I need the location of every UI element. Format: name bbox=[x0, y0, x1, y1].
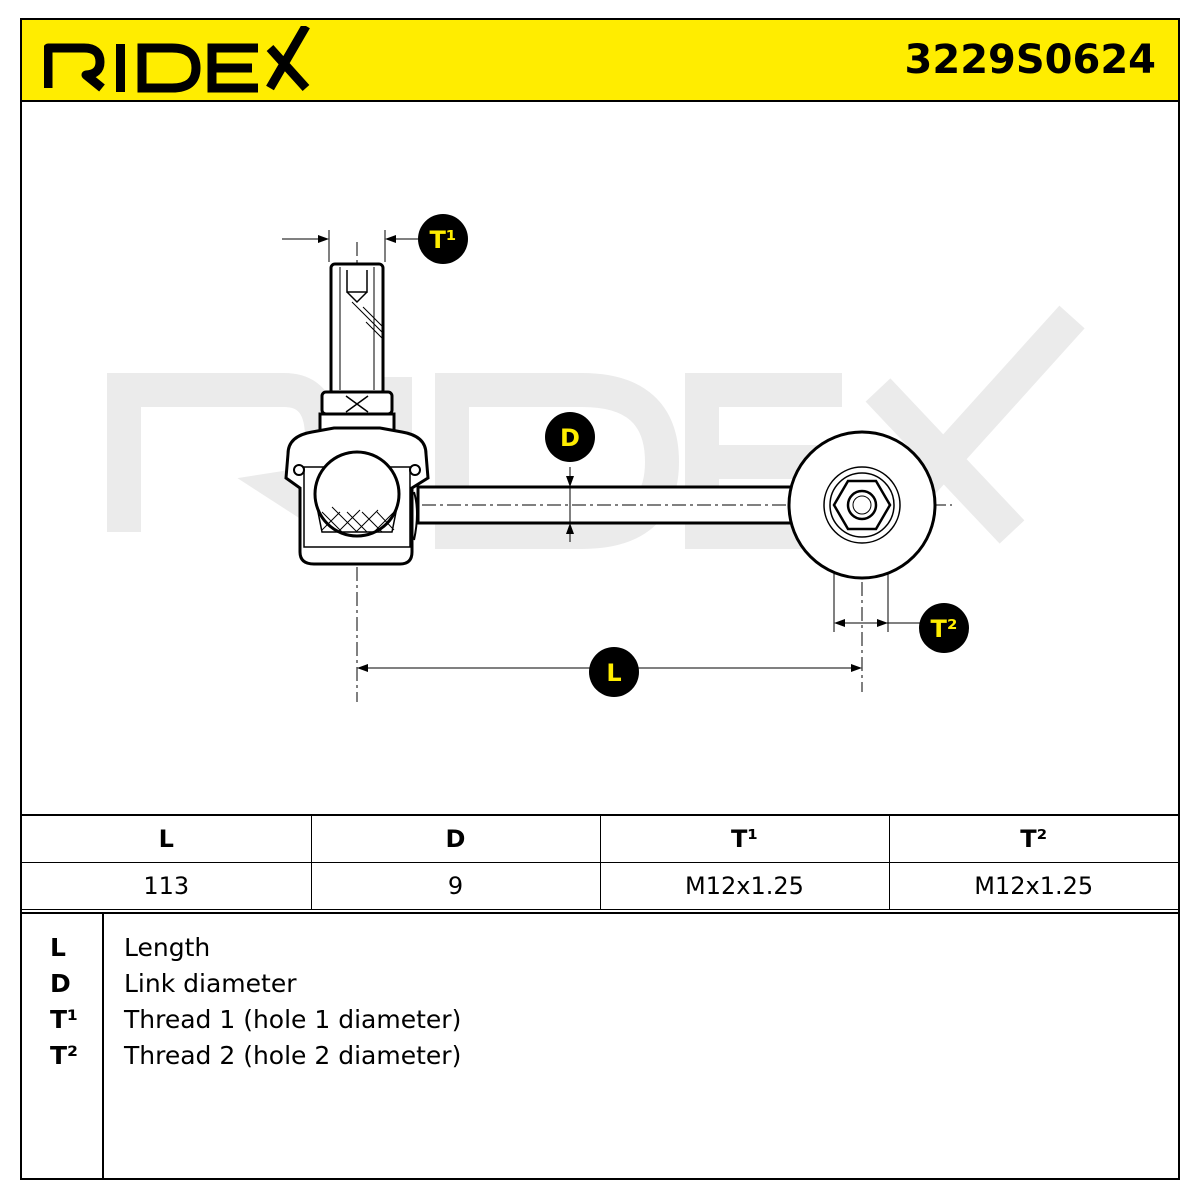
header-t1: T¹ bbox=[599, 814, 890, 863]
header-l: L bbox=[22, 814, 312, 863]
legend-text: Length bbox=[124, 933, 211, 962]
marker-t2: T² bbox=[919, 603, 969, 653]
legend-text: Thread 2 (hole 2 diameter) bbox=[124, 1041, 462, 1070]
value-d: 9 bbox=[310, 861, 601, 910]
svg-text:T¹: T¹ bbox=[430, 226, 457, 254]
marker-l: L bbox=[589, 647, 639, 697]
link-rod bbox=[416, 485, 796, 525]
legend-row-t2: T² Thread 2 (hole 2 diameter) bbox=[22, 1038, 1178, 1074]
value-l: 113 bbox=[22, 861, 312, 910]
ball-joint-housing bbox=[284, 426, 430, 566]
dimension-d bbox=[566, 467, 574, 542]
ridex-logo bbox=[44, 26, 310, 93]
legend-key: L bbox=[50, 933, 66, 962]
legend-row-t1: T¹ Thread 1 (hole 1 diameter) bbox=[22, 1002, 1178, 1038]
header-d: D bbox=[310, 814, 601, 863]
header-bar: 3229S0624 bbox=[22, 20, 1178, 102]
dimension-t2 bbox=[833, 572, 920, 632]
legend-key: T² bbox=[50, 1041, 79, 1070]
legend: L Length D Link diameter T¹ Thread 1 (ho… bbox=[22, 912, 1178, 1180]
threaded-stud bbox=[329, 262, 385, 396]
marker-d: D bbox=[545, 412, 595, 462]
legend-row-d: D Link diameter bbox=[22, 966, 1178, 1002]
svg-text:D: D bbox=[560, 424, 580, 452]
marker-t1: T¹ bbox=[418, 214, 468, 264]
dimensions-value-row: 113 9 M12x1.25 M12x1.25 bbox=[22, 861, 1178, 910]
svg-text:L: L bbox=[606, 659, 621, 687]
stabilizer-link-drawing: T¹ D T² L bbox=[107, 214, 1085, 702]
legend-text: Link diameter bbox=[124, 969, 297, 998]
header-t2: T² bbox=[888, 814, 1178, 863]
mounting-eye bbox=[787, 430, 937, 580]
legend-text: Thread 1 (hole 1 diameter) bbox=[124, 1005, 462, 1034]
legend-divider bbox=[102, 914, 104, 1180]
svg-text:T²: T² bbox=[931, 615, 958, 643]
dimension-t1 bbox=[282, 230, 418, 262]
legend-key: D bbox=[50, 969, 71, 998]
part-number: 3229S0624 bbox=[904, 37, 1156, 83]
value-t1: M12x1.25 bbox=[599, 861, 890, 910]
dimensions-table: L D T¹ T² 113 9 M12x1.25 M12x1.25 bbox=[22, 814, 1178, 910]
legend-key: T¹ bbox=[50, 1005, 79, 1034]
technical-sheet: 3229S0624 bbox=[20, 18, 1180, 1180]
value-t2: M12x1.25 bbox=[888, 861, 1178, 910]
technical-drawing: T¹ D T² L bbox=[22, 102, 1178, 814]
legend-row-l: L Length bbox=[22, 930, 1178, 966]
dimensions-header-row: L D T¹ T² bbox=[22, 814, 1178, 863]
